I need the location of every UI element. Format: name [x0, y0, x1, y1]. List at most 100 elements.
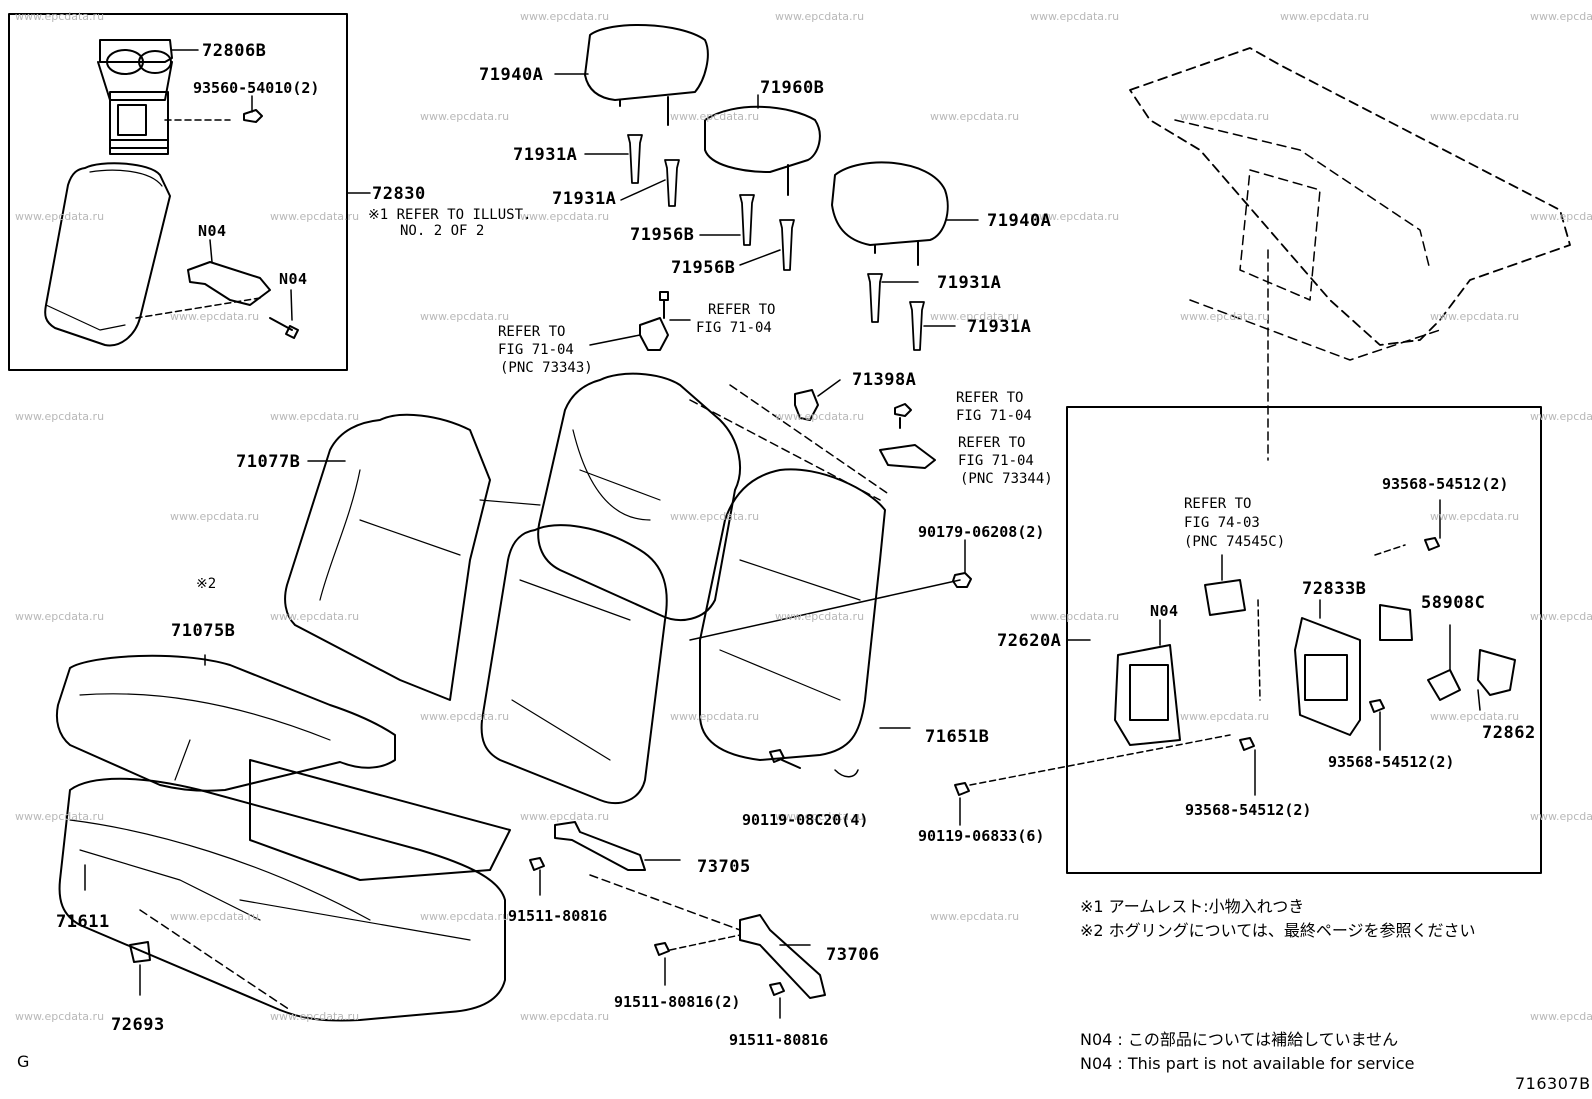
part-label-71398a[interactable]: 71398A [852, 370, 917, 390]
watermark: www.epcdata.ru [1530, 810, 1592, 823]
watermark: www.epcdata.ru [1530, 210, 1592, 223]
part-label-90119-06833[interactable]: 90119-06833(6) [918, 827, 1045, 845]
part-label-n04[interactable]: N04 [1150, 602, 1179, 620]
part-label-72620a[interactable]: 72620A [997, 631, 1062, 651]
diagram-code: 716307B [1515, 1074, 1591, 1093]
footnote-2: ※2 ホグリングについては、最終ページを参照ください [1080, 921, 1476, 940]
part-label-71931a[interactable]: 71931A [967, 317, 1032, 337]
part-label-71077b[interactable]: 71077B [236, 452, 301, 472]
part-label-71960b[interactable]: 71960B [760, 78, 825, 98]
footnote-1: ※1 アームレスト:小物入れつき [1080, 897, 1305, 916]
watermark: www.epcdata.ru [520, 210, 610, 223]
part-label-73706[interactable]: 73706 [826, 945, 880, 965]
headrest-guides-drawing [627, 134, 925, 351]
watermark: www.epcdata.ru [775, 410, 865, 423]
seat-cushion-lower-drawing [58, 777, 506, 1022]
refer-label[interactable]: (PNC 73344) [960, 471, 1053, 487]
seatback-center-drawing [480, 524, 668, 805]
watermark: www.epcdata.ru [1430, 310, 1520, 323]
watermark: www.epcdata.ru [420, 710, 510, 723]
part-label-90119-08c20[interactable]: 90119-08C20(4) [742, 811, 869, 829]
armrest-bracket-drawing [187, 261, 271, 306]
bracket-73705-drawing [554, 821, 646, 871]
watermark: www.epcdata.ru [520, 1010, 610, 1023]
seatback-left-drawing [284, 413, 491, 701]
headrest-right-drawing [831, 161, 949, 246]
watermark: www.epcdata.ru [420, 310, 510, 323]
watermark: www.epcdata.ru [930, 110, 1020, 123]
watermark: www.epcdata.ru [775, 10, 865, 23]
bracket-73344-drawing [879, 444, 936, 469]
watermark: www.epcdata.ru [1280, 10, 1370, 23]
headrest-center-drawing [704, 105, 821, 173]
bolt-90119-06833-drawing [954, 782, 970, 796]
bolt-drawing [269, 317, 299, 339]
part-label-90179-06208[interactable]: 90179-06208(2) [918, 523, 1045, 541]
seatback-right-drawing [537, 372, 741, 621]
part-label-71956b[interactable]: 71956B [630, 225, 695, 245]
watermark: www.epcdata.ru [1180, 710, 1270, 723]
refer-label[interactable]: (PNC 73343) [500, 360, 593, 376]
hook-72693-drawing [129, 941, 151, 963]
part-label-71940a[interactable]: 71940A [987, 211, 1052, 231]
part-label-71931a[interactable]: 71931A [513, 145, 578, 165]
watermark: www.epcdata.ru [930, 910, 1020, 923]
refer-label[interactable]: FIG 71-04 [958, 453, 1034, 469]
refer-label[interactable]: REFER TO [956, 390, 1024, 406]
part-label-71956b[interactable]: 71956B [671, 258, 736, 278]
watermark: www.epcdata.ru [15, 1010, 105, 1023]
part-label-71931a[interactable]: 71931A [552, 189, 617, 209]
watermark: www.epcdata.ru [1030, 210, 1120, 223]
part-label-71940a[interactable]: 71940A [479, 65, 544, 85]
refer-label[interactable]: FIG 71-04 [498, 342, 574, 358]
part-label-93568-54512[interactable]: 93568-54512(2) [1185, 801, 1312, 819]
part-label-72830[interactable]: 72830 [372, 184, 426, 204]
part-label-71931a[interactable]: 71931A [937, 273, 1002, 293]
part-label-71651b[interactable]: 71651B [925, 727, 990, 747]
seatback-cover-drawing [699, 468, 886, 761]
refer-label[interactable]: REFER TO [498, 324, 566, 340]
refer-label[interactable]: FIG 71-04 [696, 320, 772, 336]
part-label-91511-80816[interactable]: 91511-80816 [508, 907, 608, 925]
watermark: www.epcdata.ru [670, 110, 760, 123]
refer-label[interactable]: FIG 71-04 [956, 408, 1032, 424]
watermark: www.epcdata.ru [270, 210, 360, 223]
watermark: www.epcdata.ru [170, 910, 260, 923]
part-label-58908c[interactable]: 58908C [1421, 593, 1486, 613]
part-label-n04[interactable]: N04 [198, 222, 227, 240]
refer-label[interactable]: REFER TO [1184, 496, 1252, 512]
section-letter: G [17, 1052, 30, 1071]
part-label-91511-80816[interactable]: 91511-80816 [729, 1031, 829, 1049]
part-label-72862[interactable]: 72862 [1482, 723, 1536, 743]
bracket-73706-drawing [739, 914, 826, 999]
lid-72833b-drawing [1294, 617, 1361, 736]
part-label-72806b[interactable]: 72806B [202, 41, 267, 61]
part-label-n04[interactable]: N04 [279, 270, 308, 288]
refer-label[interactable]: REFER TO [708, 302, 776, 318]
refer-label[interactable]: (PNC 74545C) [1184, 534, 1286, 550]
part-label-73705[interactable]: 73705 [697, 857, 751, 877]
refer-label[interactable]: REFER TO [958, 435, 1026, 451]
watermark: www.epcdata.ru [15, 410, 105, 423]
pad-74545c-drawing [1204, 579, 1246, 616]
watermark: www.epcdata.ru [520, 10, 610, 23]
watermark: www.epcdata.ru [270, 610, 360, 623]
watermark: www.epcdata.ru [670, 710, 760, 723]
refer-label[interactable]: FIG 74-03 [1184, 515, 1260, 531]
watermark: www.epcdata.ru [170, 510, 260, 523]
part-label-93568-54512[interactable]: 93568-54512(2) [1328, 753, 1455, 771]
part-label-71075b[interactable]: 71075B [171, 621, 236, 641]
lock-58908c-drawing [1379, 604, 1413, 641]
part-label-72833b[interactable]: 72833B [1302, 579, 1367, 599]
watermark: www.epcdata.ru [1180, 310, 1270, 323]
part-label-72693[interactable]: 72693 [111, 1015, 165, 1035]
part-label-93560-54010[interactable]: 93560-54010(2) [193, 79, 320, 97]
watermark: www.epcdata.ru [775, 810, 865, 823]
armrest-inset-box [8, 13, 348, 371]
watermark: www.epcdata.ru [1530, 1010, 1592, 1023]
part-label-91511-80816[interactable]: 91511-80816(2) [614, 993, 741, 1011]
cup-holder-drawing [97, 39, 173, 155]
part-label-71611[interactable]: 71611 [56, 912, 110, 932]
hog-ring-mark[interactable]: ※2 [196, 576, 217, 592]
part-label-93568-54512[interactable]: 93568-54512(2) [1382, 475, 1509, 493]
